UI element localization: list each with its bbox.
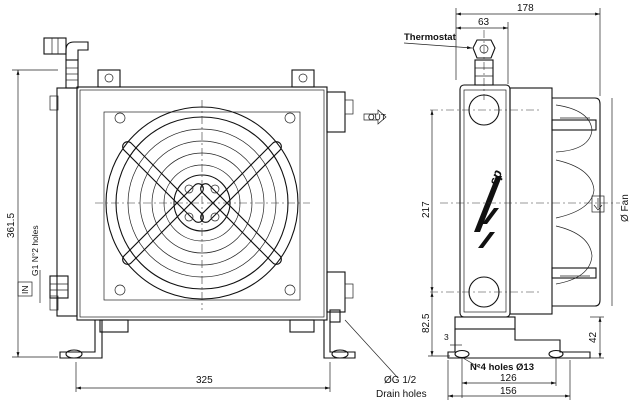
side-base bbox=[454, 316, 516, 330]
base-height-dimension: 82.5 bbox=[421, 313, 432, 333]
left-tank bbox=[56, 87, 78, 317]
fan-housing bbox=[509, 87, 553, 315]
drain-plug bbox=[329, 309, 341, 323]
foot-left bbox=[59, 320, 103, 359]
airflow-arrow bbox=[591, 195, 605, 213]
overall-width-dimension: 178 bbox=[517, 3, 534, 14]
svg-text:OUT: OUT bbox=[368, 112, 386, 122]
fan-guard-side bbox=[552, 97, 601, 307]
fan-blades-side bbox=[555, 104, 595, 285]
thermostat-label: Thermostat bbox=[404, 32, 457, 43]
height-dimension: 361.5 bbox=[6, 213, 17, 238]
port-spacing-dimension: 217 bbox=[421, 201, 432, 218]
in-arrow: IN bbox=[17, 281, 33, 297]
front-view: 361.5 325 G1 N°2 holes IN OUT ØG 1/2 Dra… bbox=[6, 37, 427, 400]
thermostat-nut bbox=[472, 39, 496, 59]
drain-label: Drain holes bbox=[376, 389, 427, 400]
radiator-frame-inner bbox=[79, 89, 325, 318]
side-view: sp 178 63 Thermostat 217 82.5 4 bbox=[403, 3, 631, 400]
inlet-label: G1 N°2 holes bbox=[30, 225, 40, 276]
cooler-body bbox=[459, 84, 511, 318]
manufacturer-logo: sp bbox=[474, 168, 505, 248]
fan-diameter-label: Ø Fan bbox=[620, 194, 631, 222]
thermostat-offset-dimension: 63 bbox=[478, 17, 490, 28]
svg-text:sp: sp bbox=[486, 168, 505, 187]
svg-text:IN: IN bbox=[20, 286, 30, 295]
base-width-dimension: 156 bbox=[500, 386, 517, 397]
mount-holes-label: N°4 holes Ø13 bbox=[470, 362, 534, 373]
foot-right bbox=[323, 320, 356, 359]
elbow-end bbox=[43, 37, 67, 55]
elbow-fitting bbox=[65, 41, 89, 60]
drain-size: ØG 1/2 bbox=[384, 375, 417, 386]
out-arrow: OUT bbox=[363, 109, 387, 125]
hole-spacing-dimension: 126 bbox=[500, 373, 517, 384]
side-foot bbox=[447, 329, 591, 359]
foot-thickness-dimension: 3 bbox=[444, 332, 449, 342]
inlet-fitting bbox=[49, 275, 69, 299]
foot-height-dimension: 42 bbox=[588, 331, 599, 343]
width-dimension: 325 bbox=[196, 375, 213, 386]
